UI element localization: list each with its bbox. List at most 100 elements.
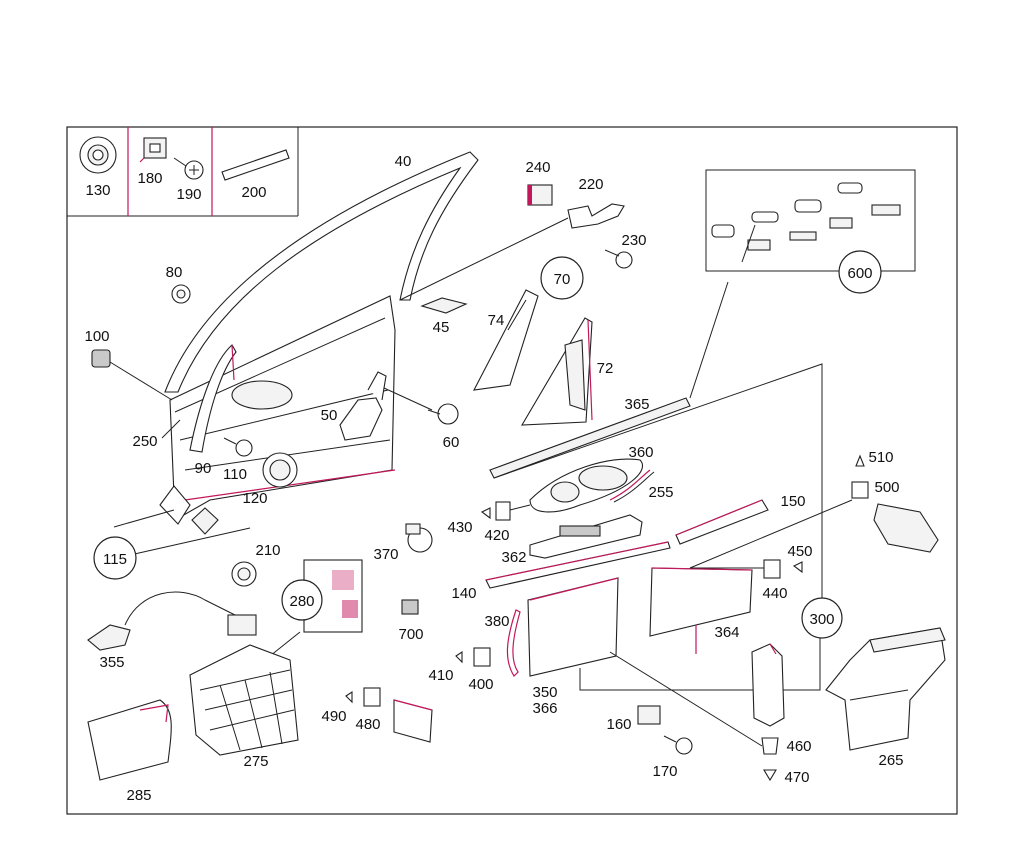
label-265: 265: [878, 752, 903, 769]
label-170: 170: [652, 763, 677, 780]
window-seal-40: [164, 151, 479, 393]
label-362: 362: [501, 549, 526, 566]
callout-300-text: 300: [809, 611, 834, 628]
label-120: 120: [242, 490, 267, 507]
label-490: 490: [321, 708, 346, 725]
label-190: 190: [176, 186, 201, 203]
callout-300: 300: [801, 597, 843, 639]
handle-50: [339, 371, 433, 441]
label-430: 430: [447, 519, 472, 536]
box-600: [689, 169, 916, 399]
label-420: 420: [484, 527, 509, 544]
label-460: 460: [786, 738, 811, 755]
component-265: [825, 627, 946, 751]
label-365: 365: [624, 396, 649, 413]
clip-420-430: [480, 501, 531, 521]
diagram-frame: [66, 126, 958, 815]
label-74: 74: [488, 312, 505, 329]
label-220: 220: [578, 176, 603, 193]
nut-80: [171, 284, 191, 304]
bezel: [873, 503, 939, 553]
label-110: 110: [223, 466, 247, 483]
callout-280-text: 280: [289, 593, 314, 610]
label-210: 210: [255, 542, 280, 559]
clip-500-510: [689, 454, 869, 569]
label-380: 380: [484, 613, 509, 630]
callout-600-text: 600: [847, 265, 872, 282]
clip-460-470: [609, 651, 779, 782]
label-510: 510: [868, 449, 893, 466]
label-500: 500: [874, 479, 899, 496]
callout-280: 280: [281, 579, 323, 621]
pad-45: [420, 297, 468, 314]
label-45: 45: [433, 319, 450, 336]
label-366: 366: [532, 700, 557, 717]
switch-panel-362: [529, 514, 643, 559]
label-240: 240: [525, 159, 550, 176]
clip-700: [401, 599, 419, 615]
handle-housing: [751, 643, 785, 727]
grommet-210: [231, 561, 257, 587]
label-140: 140: [451, 585, 476, 602]
clip-400-410: [455, 647, 491, 667]
screw-110: [223, 437, 253, 457]
callout-115: 115: [93, 536, 137, 580]
bracket-240: [527, 184, 553, 206]
label-40: 40: [395, 153, 412, 170]
grommet-130: [79, 136, 117, 174]
label-355: 355: [99, 654, 124, 671]
callout-600: 600: [838, 250, 882, 294]
label-700: 700: [398, 626, 423, 643]
clip-180: [139, 137, 167, 163]
pin-370: [405, 523, 433, 553]
label-364: 364: [714, 624, 739, 641]
strip-140: [485, 541, 671, 589]
seal-380: [506, 609, 521, 677]
small-parts-boxes: [67, 127, 299, 217]
clip-480-490: [345, 687, 433, 743]
label-255: 255: [648, 484, 673, 501]
callout-115-text: 115: [103, 551, 127, 568]
label-285: 285: [126, 787, 151, 804]
label-470: 470: [784, 769, 809, 786]
leader-250: [161, 419, 181, 439]
label-200: 200: [241, 184, 266, 201]
label-440: 440: [762, 585, 787, 602]
clip-160: [637, 705, 661, 725]
glass-74: [473, 289, 539, 391]
label-370: 370: [373, 546, 398, 563]
screw-170: [663, 735, 693, 755]
panel-285: [87, 699, 172, 781]
label-450: 450: [787, 543, 812, 560]
pocket-275: [189, 644, 299, 756]
rod-200: [221, 149, 290, 181]
callout-70-text: 70: [554, 271, 571, 288]
cable-255: [609, 469, 655, 503]
label-100: 100: [84, 328, 109, 345]
strip-90: [189, 344, 237, 453]
cable-355: [87, 591, 257, 651]
screw-230: [604, 249, 633, 269]
label-72: 72: [597, 360, 614, 377]
armrest-360: [529, 458, 643, 513]
label-130: 130: [85, 182, 110, 199]
label-230: 230: [621, 232, 646, 249]
mirror-72: [521, 317, 593, 426]
trim-115: [113, 485, 251, 556]
label-160: 160: [606, 716, 631, 733]
label-60: 60: [443, 434, 460, 451]
strip-365: [489, 397, 691, 479]
label-90: 90: [195, 460, 212, 477]
strip-150: [675, 499, 769, 545]
label-360: 360: [628, 444, 653, 461]
label-180: 180: [137, 170, 162, 187]
clip-440-450: [690, 559, 803, 579]
label-50: 50: [321, 407, 338, 424]
label-350: 350: [532, 684, 557, 701]
clip-100: [91, 349, 173, 401]
label-250: 250: [132, 433, 157, 450]
label-410: 410: [428, 667, 453, 684]
label-150: 150: [780, 493, 805, 510]
label-480: 480: [355, 716, 380, 733]
